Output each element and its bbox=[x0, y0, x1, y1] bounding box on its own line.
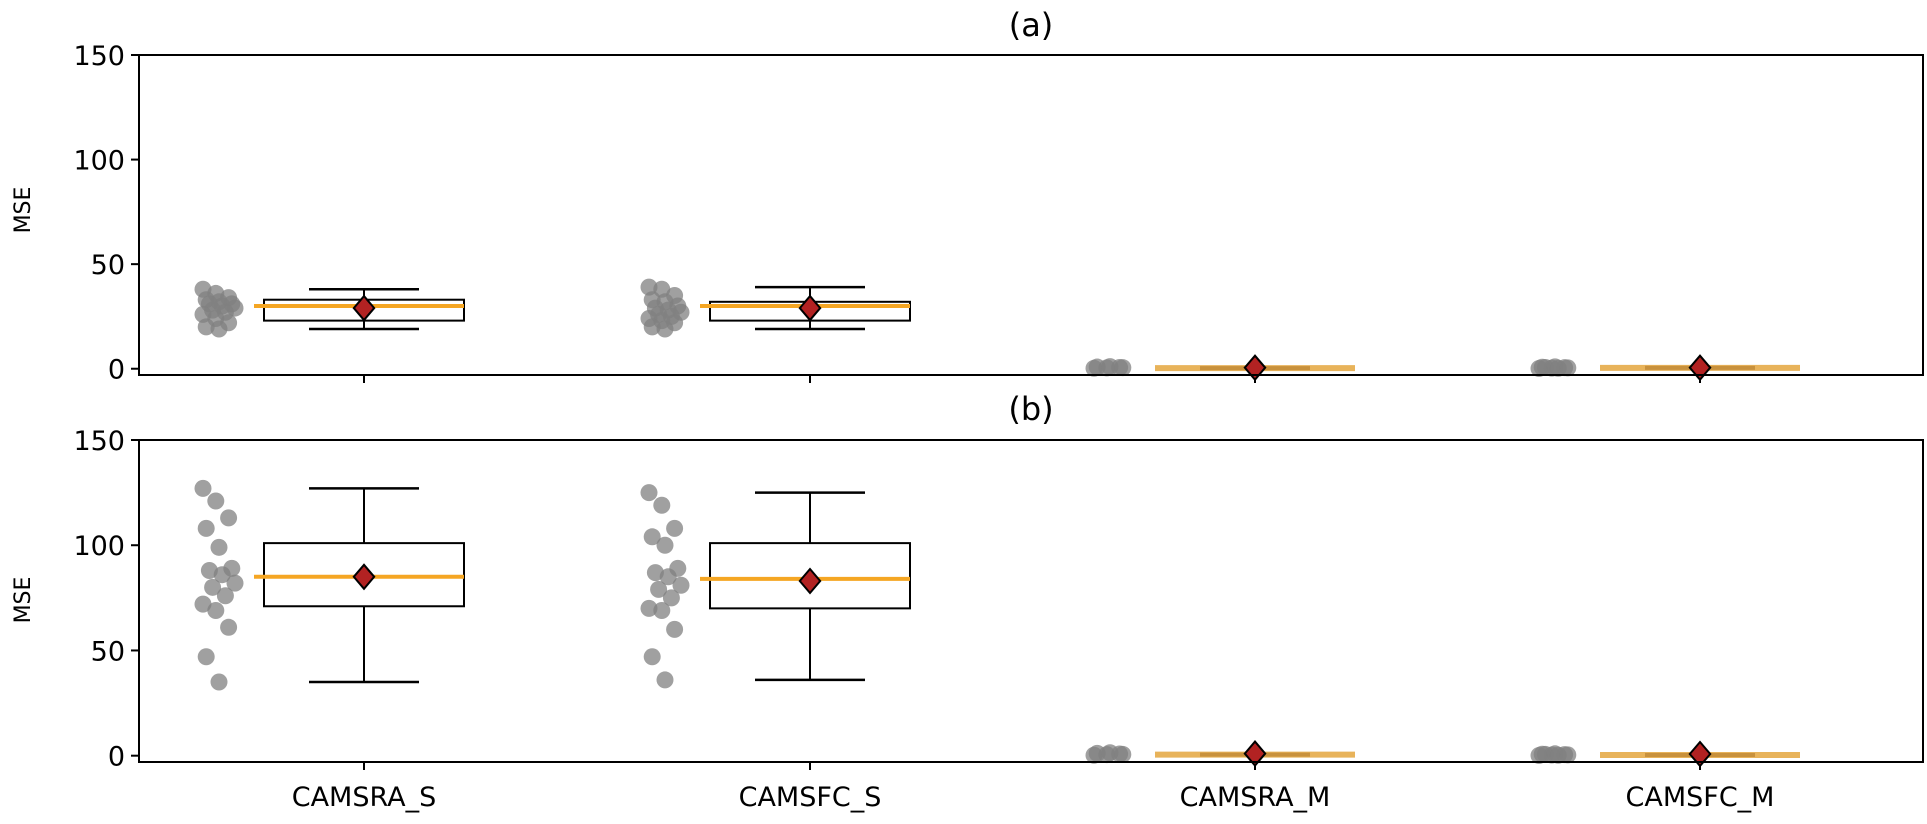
axes-frame bbox=[138, 439, 1924, 763]
y-axis-label: MSE bbox=[11, 577, 36, 624]
mean-marker bbox=[352, 563, 376, 591]
data-point bbox=[197, 318, 215, 336]
box-camsra_s bbox=[254, 287, 465, 331]
y-tick-label: 0 bbox=[108, 742, 125, 773]
panel-a: (a) MSE 0 50 100 150 bbox=[11, 6, 1924, 386]
data-point bbox=[653, 601, 671, 619]
mean-marker bbox=[1243, 354, 1267, 382]
y-axis-label: MSE bbox=[11, 187, 36, 234]
data-point bbox=[207, 492, 225, 510]
axes-frame bbox=[138, 54, 1924, 376]
y-tick-label: 0 bbox=[108, 355, 125, 386]
data-point bbox=[656, 536, 674, 554]
data-point bbox=[210, 673, 228, 691]
y-tick-label: 100 bbox=[73, 531, 125, 562]
data-point bbox=[672, 576, 690, 594]
data-point bbox=[200, 561, 218, 579]
data-point bbox=[659, 568, 677, 586]
data-point bbox=[656, 671, 674, 689]
mean-marker bbox=[1243, 740, 1267, 768]
box-camsfc_m bbox=[1600, 354, 1800, 382]
data-point bbox=[220, 618, 238, 636]
data-point bbox=[646, 564, 664, 582]
x-tick-label: CAMSFC_M bbox=[1626, 782, 1775, 813]
data-point bbox=[197, 519, 215, 537]
mean-marker bbox=[352, 294, 376, 322]
panel-title: (a) bbox=[1009, 6, 1054, 44]
x-tick-label: CAMSRA_S bbox=[292, 782, 437, 813]
x-ticks: CAMSRA_S CAMSFC_S CAMSRA_M CAMSFC_M bbox=[292, 762, 1775, 813]
data-point bbox=[210, 320, 228, 338]
data-point bbox=[1549, 359, 1567, 377]
data-point bbox=[640, 484, 658, 502]
data-point bbox=[666, 519, 684, 537]
data-point bbox=[194, 595, 212, 613]
data-point bbox=[197, 648, 215, 666]
data-point bbox=[194, 479, 212, 497]
data-point bbox=[656, 320, 674, 338]
box-camsra_m bbox=[1155, 740, 1355, 768]
mean-marker bbox=[798, 567, 822, 595]
strip-points bbox=[194, 278, 1577, 378]
data-point bbox=[643, 528, 661, 546]
boxes bbox=[254, 285, 1800, 382]
data-point bbox=[207, 601, 225, 619]
data-point bbox=[204, 578, 222, 596]
data-point bbox=[653, 496, 671, 514]
box-iqr bbox=[709, 542, 911, 610]
y-ticks: 0 50 100 150 bbox=[73, 41, 139, 386]
box-camsfc_m bbox=[1600, 740, 1800, 768]
x-ticks bbox=[363, 375, 1701, 383]
x-tick-label: CAMSRA_M bbox=[1180, 782, 1331, 813]
mean-marker bbox=[1688, 740, 1712, 768]
y-tick-label: 50 bbox=[91, 250, 125, 281]
mean-marker bbox=[1688, 354, 1712, 382]
data-point bbox=[210, 538, 228, 556]
data-point bbox=[662, 589, 680, 607]
data-point bbox=[643, 318, 661, 336]
data-point bbox=[1101, 358, 1119, 376]
box-iqr bbox=[263, 542, 465, 608]
box-camsra_s bbox=[254, 487, 465, 684]
data-point bbox=[650, 580, 668, 598]
data-point bbox=[1101, 744, 1119, 762]
data-point bbox=[226, 574, 244, 592]
data-point bbox=[1088, 358, 1106, 376]
y-tick-label: 50 bbox=[91, 636, 125, 667]
data-point bbox=[216, 587, 234, 605]
data-point bbox=[213, 566, 231, 584]
y-ticks: 0 50 100 150 bbox=[73, 426, 139, 773]
box-camsra_m bbox=[1155, 354, 1355, 382]
data-point bbox=[1549, 746, 1567, 764]
box-camsfc_s bbox=[700, 491, 911, 682]
data-point bbox=[1114, 745, 1132, 763]
data-point bbox=[1088, 744, 1106, 762]
x-tick-label: CAMSFC_S bbox=[739, 782, 882, 813]
data-point bbox=[220, 509, 238, 527]
data-point bbox=[643, 648, 661, 666]
boxes bbox=[254, 487, 1800, 768]
data-point bbox=[640, 599, 658, 617]
box-camsfc_s bbox=[700, 285, 911, 331]
y-tick-label: 150 bbox=[73, 41, 125, 72]
data-point bbox=[1536, 745, 1554, 763]
y-tick-label: 150 bbox=[73, 426, 125, 457]
strip-points bbox=[194, 479, 1577, 764]
data-point bbox=[1114, 359, 1132, 377]
panel-title: (b) bbox=[1008, 390, 1053, 428]
y-tick-label: 100 bbox=[73, 146, 125, 177]
data-point bbox=[1536, 358, 1554, 376]
data-point bbox=[666, 620, 684, 638]
mean-marker bbox=[798, 294, 822, 322]
